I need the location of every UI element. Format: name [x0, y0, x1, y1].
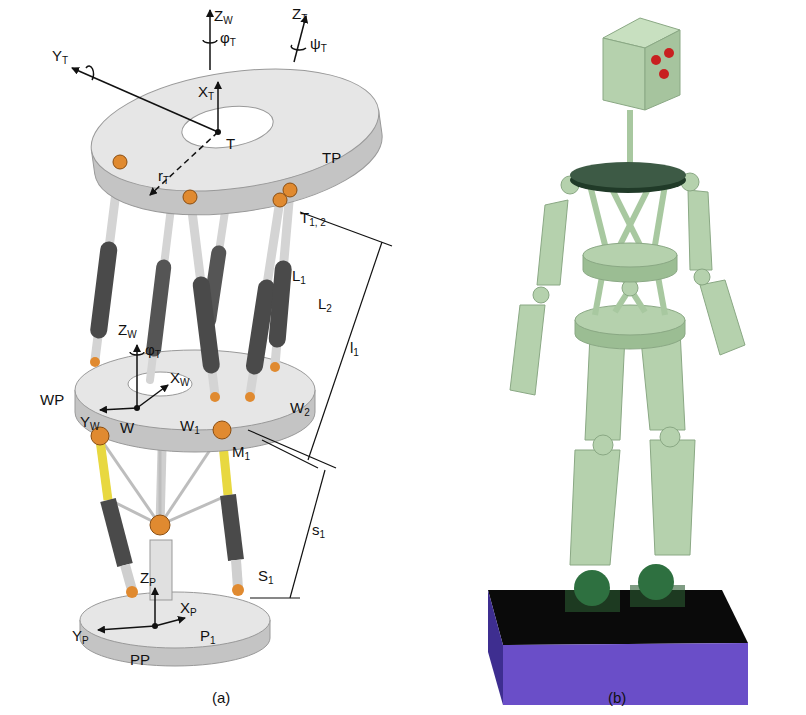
part-label: ψT [310, 36, 327, 54]
subscript: T [163, 175, 169, 186]
subscript: P [82, 635, 89, 646]
subscript: 1 [353, 347, 359, 358]
part-label: XW [170, 370, 189, 388]
part-label: φT [145, 342, 161, 360]
part-label: TP [322, 150, 341, 165]
subscript: P [149, 577, 156, 588]
subscript: 1, 2 [309, 217, 326, 228]
part-label: ZT [292, 6, 307, 24]
part-label: M1 [232, 444, 250, 462]
part-label: T1, 2 [300, 210, 326, 228]
subscript: W [127, 329, 136, 340]
subscript: P [190, 607, 197, 618]
part-label: rT [158, 168, 169, 186]
subscript: 1 [320, 529, 326, 540]
subscript: 2 [326, 303, 332, 314]
part-label: L1 [292, 268, 306, 286]
subscript: 1 [300, 275, 306, 286]
subscript: 1 [245, 451, 251, 462]
part-label: ZW [118, 322, 137, 340]
part-label: XT [198, 84, 214, 102]
part-label: l1 [350, 340, 359, 358]
subscript: W [90, 421, 99, 432]
part-label: WP [40, 392, 64, 407]
part-label: XP [180, 600, 197, 618]
subscript: 1 [194, 425, 200, 436]
subscript: T [155, 349, 161, 360]
subscript: T [230, 37, 236, 48]
subscript: T [208, 91, 214, 102]
subscript: 1 [210, 635, 216, 646]
part-label: W2 [290, 400, 310, 418]
part-label: φT [220, 30, 236, 48]
part-label: YW [80, 414, 99, 432]
subscript: 2 [304, 407, 310, 418]
subscript: 1 [268, 575, 274, 586]
subscript: W [223, 15, 232, 26]
part-label: W1 [180, 418, 200, 436]
subscript: T [301, 13, 307, 24]
part-label: (a) [212, 690, 230, 705]
part-label: P1 [200, 628, 216, 646]
part-label: T [226, 136, 235, 151]
part-label: W [120, 420, 134, 435]
part-label: ZP [140, 570, 156, 588]
part-label: L2 [318, 296, 332, 314]
part-label: s1 [312, 522, 325, 540]
part-label: (b) [608, 690, 626, 705]
subscript: W [180, 377, 189, 388]
part-label: S1 [258, 568, 274, 586]
part-label: PP [130, 652, 150, 667]
part-label: YT [52, 48, 68, 66]
part-label: ZW [214, 8, 233, 26]
subscript: T [321, 43, 327, 54]
part-label: YP [72, 628, 89, 646]
subscript: T [62, 55, 68, 66]
